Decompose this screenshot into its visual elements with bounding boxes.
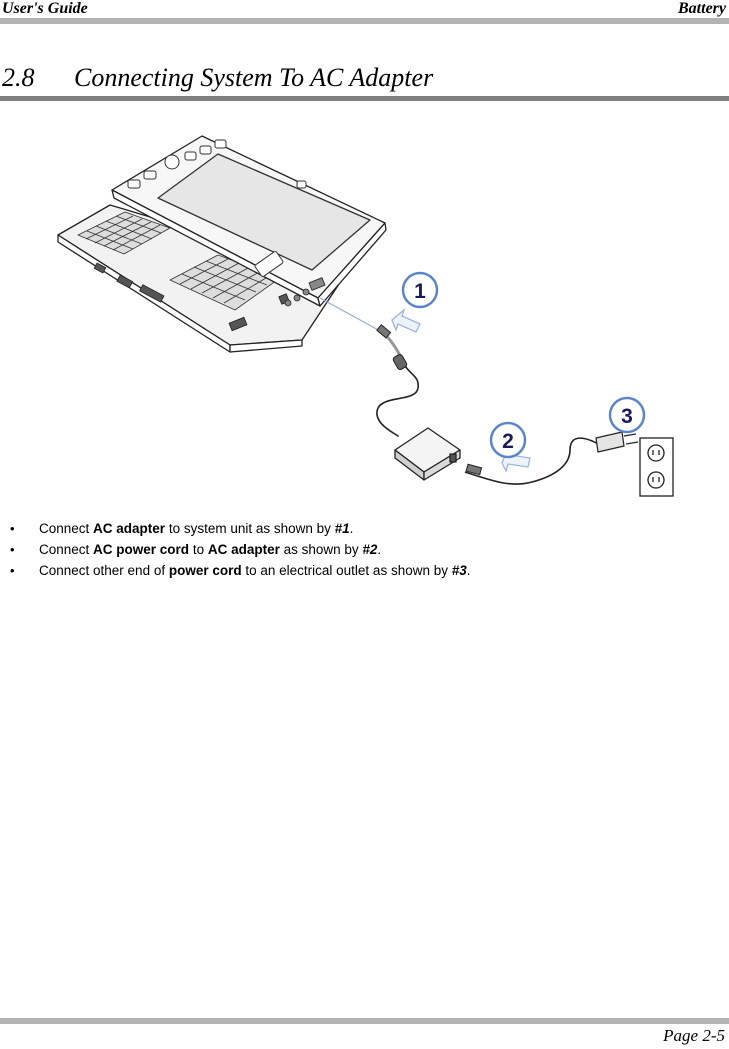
- text-run: to system unit as shown by: [165, 521, 335, 536]
- text-run: to: [189, 542, 208, 557]
- section-number: 2.8: [2, 63, 35, 92]
- device-illustration: 1 2 3: [57, 135, 674, 497]
- callout-1-label: 1: [414, 280, 426, 303]
- text-run: #2: [362, 542, 378, 557]
- list-item: • Connect other end of power cord to an e…: [10, 562, 471, 583]
- bullet-icon: •: [10, 563, 15, 578]
- text-run: as shown by: [279, 542, 363, 557]
- text-run: AC power cord: [93, 542, 190, 557]
- text-run: Connect other end of: [39, 563, 169, 578]
- text-run: #1: [334, 521, 350, 536]
- page-number: Page 2-5: [663, 1026, 725, 1045]
- bullet-icon: •: [10, 521, 15, 536]
- text-run: Connect: [39, 542, 94, 557]
- section-title: Connecting System To AC Adapter: [74, 63, 434, 92]
- bezel-buttons: [127, 139, 307, 277]
- arrow-1: [391, 308, 421, 333]
- list-item: • Connect AC adapter to system unit as sh…: [10, 520, 471, 541]
- wall-outlet: [639, 437, 674, 497]
- wall-plug: [595, 431, 639, 453]
- list-item-text: Connect AC adapter to system unit as sho…: [39, 521, 353, 536]
- text-run: .: [349, 521, 354, 536]
- callout-2-label: 2: [502, 430, 514, 453]
- ferrite-core: [392, 354, 408, 370]
- callout-2: 2: [489, 421, 527, 459]
- ac-power-cord: [464, 437, 601, 485]
- list-item: • Connect AC power cord to AC adapter as …: [10, 541, 471, 562]
- ac-adapter-brick: [394, 427, 461, 481]
- text-run: #3: [451, 563, 467, 578]
- header-rule: [0, 18, 729, 24]
- ac-adapter-connection-figure: 1 2 3: [40, 120, 700, 510]
- dc-guide-line: [319, 297, 383, 333]
- display-panel: [157, 153, 371, 271]
- text-run: AC adapter: [93, 521, 166, 536]
- ac-cord-connector: [465, 463, 483, 476]
- text-run: Connect: [39, 521, 94, 536]
- dc-plug: [376, 324, 392, 339]
- bullet-icon: •: [10, 542, 15, 557]
- callout-3-label: 3: [621, 405, 633, 428]
- text-run: power cord: [168, 563, 242, 578]
- list-item-text: Connect AC power cord to AC adapter as s…: [39, 542, 381, 557]
- text-run: to an electrical outlet as shown by: [241, 563, 452, 578]
- text-run: AC adapter: [207, 542, 280, 557]
- instruction-list: • Connect AC adapter to system unit as sh…: [10, 520, 471, 583]
- dc-port-area: [284, 277, 326, 307]
- header-guide-title: User's Guide: [2, 0, 88, 17]
- text-run: .: [466, 563, 471, 578]
- callout-1: 1: [401, 271, 439, 309]
- keyboard-keys-left: [77, 211, 171, 255]
- section-heading: 2.8 Connecting System To AC Adapter: [2, 62, 433, 94]
- footer-rule: [0, 1018, 729, 1024]
- callout-3: 3: [608, 396, 646, 434]
- list-item-text: Connect other end of power cord to an el…: [39, 563, 471, 578]
- header-chapter-title: Battery: [678, 0, 726, 17]
- text-run: .: [377, 542, 382, 557]
- section-rule: [0, 96, 729, 101]
